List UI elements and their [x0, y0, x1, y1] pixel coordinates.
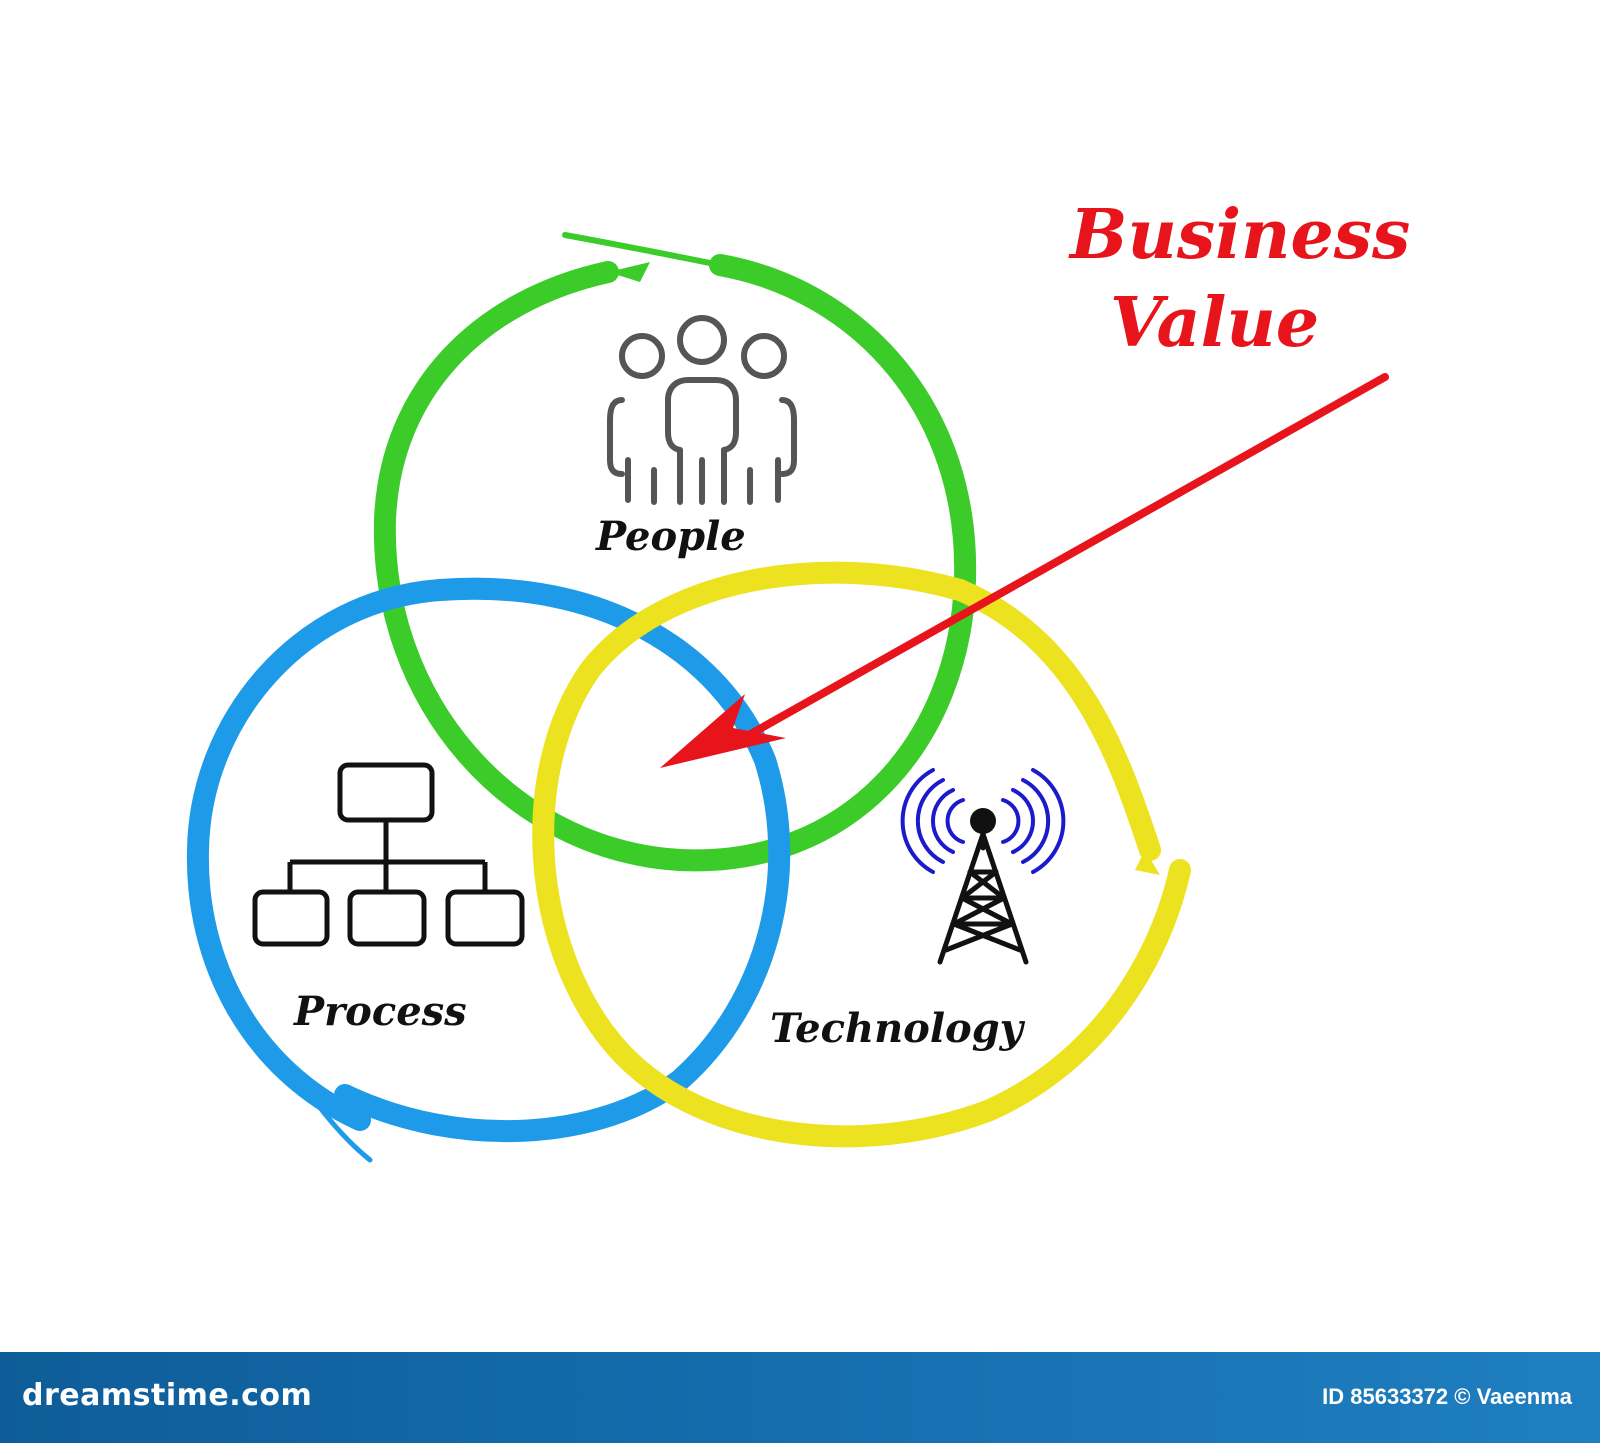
diagram-canvas: People Process Technology Business Value	[186, 195, 1410, 1163]
antenna-tower-icon	[900, 768, 1066, 965]
people-label: People	[595, 513, 746, 560]
process-circle	[186, 577, 791, 1163]
footer-id-text: ID 85633372 © Vaeenma	[1322, 1384, 1572, 1409]
title-line-1: Business	[1068, 195, 1410, 275]
title-line-2: Value	[1110, 283, 1319, 363]
footer-bar: dreamstime.com ID 85633372 © Vaeenma	[0, 1352, 1600, 1443]
business-value-arrow	[660, 373, 1389, 768]
footer-site-text[interactable]: dreamstime.com	[22, 1378, 313, 1413]
process-label: Process	[293, 988, 467, 1035]
hierarchy-icon	[252, 762, 525, 947]
people-icon	[607, 315, 797, 505]
people-circle	[373, 232, 977, 872]
technology-label: Technology	[770, 1005, 1026, 1052]
